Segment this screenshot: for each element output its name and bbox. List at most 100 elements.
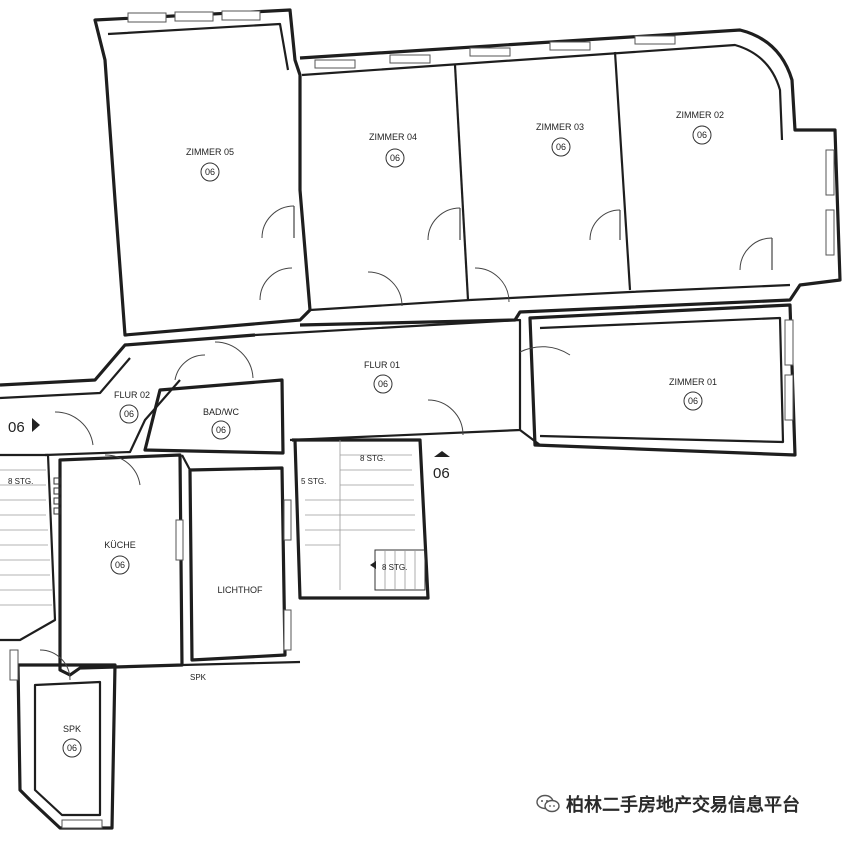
wall-staircase xyxy=(292,438,430,600)
stairs-label-8-bottom: 8 STG. xyxy=(382,563,407,572)
door-swing xyxy=(474,267,510,303)
door-swing xyxy=(519,346,571,356)
room-name: ZIMMER 05 xyxy=(186,147,234,157)
wall-top-rooms xyxy=(299,28,842,327)
wall-flur-01 xyxy=(254,318,522,442)
room-badge xyxy=(62,738,82,758)
room-name: ZIMMER 04 xyxy=(369,132,417,142)
door-swing xyxy=(174,354,206,381)
wall-bad-wc xyxy=(143,378,285,455)
wall-left-stair xyxy=(0,453,57,642)
window xyxy=(634,35,676,45)
room-number: 06 xyxy=(378,379,388,389)
room-badge xyxy=(385,148,405,168)
stairs xyxy=(0,440,426,606)
room-number: 06 xyxy=(697,130,707,140)
room-name: FLUR 01 xyxy=(364,360,400,370)
room-number: 06 xyxy=(124,409,134,419)
room-name: FLUR 02 xyxy=(114,390,150,400)
room-badge xyxy=(119,404,139,424)
wall-zimmer-04-bottom xyxy=(309,298,471,312)
wall-zimmer-03-02 xyxy=(613,51,632,291)
room-name: SPK xyxy=(63,724,81,734)
room-badge xyxy=(211,420,231,440)
door-swing xyxy=(427,207,461,241)
window xyxy=(283,499,292,541)
room-name: ZIMMER 01 xyxy=(669,377,717,387)
door-swing xyxy=(367,271,403,307)
door-swing xyxy=(427,399,464,436)
door-swing xyxy=(259,267,293,301)
window xyxy=(314,59,356,69)
window xyxy=(784,374,794,421)
room-bad-wc: BAD/WC 06 xyxy=(203,407,240,440)
stairs-label-left: 8 STG. xyxy=(8,477,33,486)
door-swing xyxy=(261,205,295,239)
window xyxy=(825,209,835,256)
wall-spk xyxy=(16,663,117,830)
wall-kueche xyxy=(58,453,184,677)
wall-flur-02-top-inner xyxy=(0,357,131,400)
room-number: 06 xyxy=(67,743,77,753)
windows xyxy=(9,10,835,829)
room-badge xyxy=(373,374,393,394)
wall-lichthof xyxy=(188,466,287,662)
entry-label-left: 06 xyxy=(8,419,25,436)
room-flur-01: FLUR 01 06 xyxy=(364,360,400,394)
window xyxy=(61,819,103,829)
room-lichthof: LICHTHOF xyxy=(218,585,264,595)
walls xyxy=(0,8,842,830)
room-name: ZIMMER 03 xyxy=(536,122,584,132)
room-kueche: KÜCHE 06 xyxy=(104,540,136,575)
main-stair xyxy=(305,440,426,591)
wechat-icon xyxy=(536,794,560,813)
doors xyxy=(39,205,773,681)
misc-labels: SPK 8 STG. 5 STG. 8 STG. 8 STG. 06 06 xyxy=(8,418,450,682)
room-zimmer-01: ZIMMER 01 06 xyxy=(669,377,717,411)
window xyxy=(175,519,184,561)
wall-link-kueche xyxy=(181,454,191,471)
room-badge xyxy=(551,137,571,157)
room-number: 06 xyxy=(556,142,566,152)
wall-zimmer-05-inner xyxy=(107,22,290,71)
left-stair xyxy=(0,469,61,606)
wall-zimmer-04-03 xyxy=(453,64,470,301)
watermark: 柏林二手房地产交易信息平台 xyxy=(536,792,800,816)
room-labels: ZIMMER 05 06 ZIMMER 04 06 ZIMMER 03 06 Z… xyxy=(62,110,724,758)
room-name: LICHTHOF xyxy=(218,585,264,595)
window xyxy=(389,54,431,64)
room-badge xyxy=(683,391,703,411)
wall-zimmer-01 xyxy=(528,303,797,457)
wall-spk-inner xyxy=(33,680,102,817)
spk-small-label: SPK xyxy=(190,673,207,682)
entry-arrow-right-icon xyxy=(32,418,40,432)
room-zimmer-04: ZIMMER 04 06 xyxy=(369,132,417,168)
room-number: 06 xyxy=(115,560,125,570)
watermark-text: 柏林二手房地产交易信息平台 xyxy=(566,795,800,816)
room-badge xyxy=(110,555,130,575)
room-name: BAD/WC xyxy=(203,407,240,417)
stairs-label-5: 5 STG. xyxy=(301,477,326,486)
window xyxy=(221,10,261,21)
room-number: 06 xyxy=(688,396,698,406)
stairs-label-8-top: 8 STG. xyxy=(360,454,385,463)
room-zimmer-05: ZIMMER 05 06 xyxy=(186,147,234,182)
room-number: 06 xyxy=(390,153,400,163)
wall-flur-02-bottom xyxy=(44,379,181,457)
door-swing xyxy=(39,649,71,681)
room-spk: SPK 06 xyxy=(62,724,82,758)
wall-top-bottom xyxy=(469,283,791,302)
room-zimmer-02: ZIMMER 02 06 xyxy=(676,110,724,145)
door-swing xyxy=(589,209,621,241)
entry-arrow-up-icon xyxy=(434,451,450,457)
room-number: 06 xyxy=(216,425,226,435)
wall-flur-01-right xyxy=(519,429,791,457)
window xyxy=(549,41,591,51)
room-flur-02: FLUR 02 06 xyxy=(114,390,150,424)
room-name: ZIMMER 02 xyxy=(676,110,724,120)
door-swing xyxy=(214,341,254,379)
wall-lower-link xyxy=(181,660,301,667)
window xyxy=(825,149,835,196)
room-zimmer-03: ZIMMER 03 06 xyxy=(536,122,584,157)
